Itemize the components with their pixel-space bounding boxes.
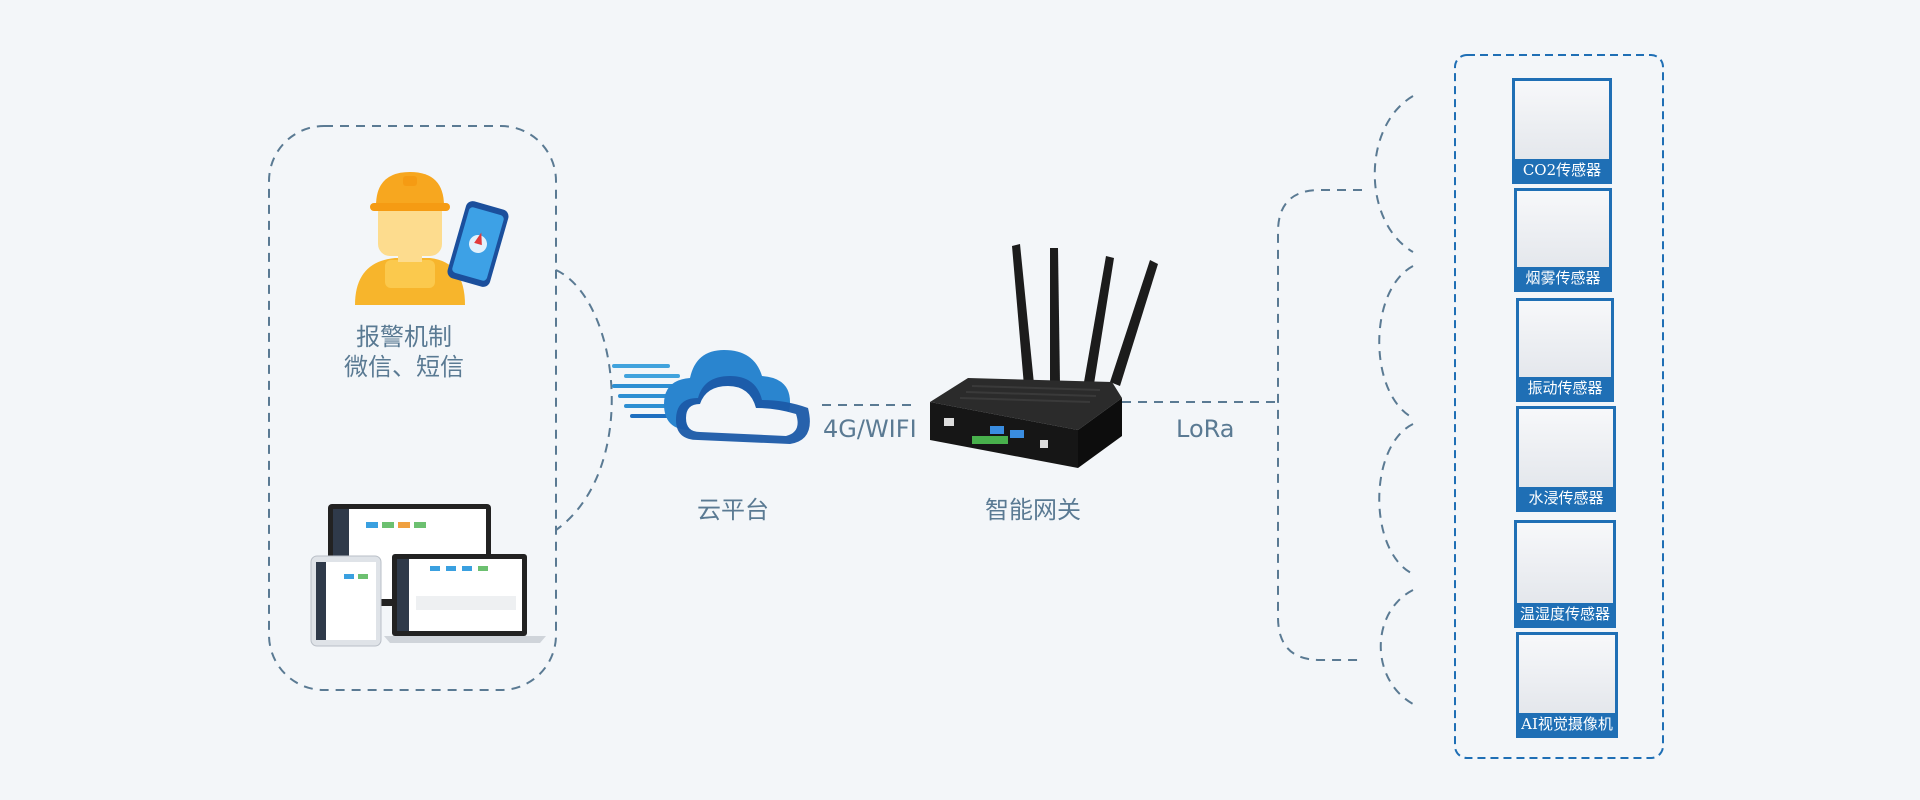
sensor-photo	[1515, 81, 1609, 159]
sensor-card-co2: CO2传感器	[1512, 78, 1612, 184]
alarm-mechanism-label: 报警机制 微信、短信	[304, 322, 504, 382]
alarm-group-frame	[268, 125, 557, 691]
sensor-photo	[1519, 635, 1615, 713]
sensor-caption: CO2传感器	[1515, 159, 1609, 181]
gateway-label: 智能网关	[985, 496, 1081, 524]
scallop-arc-1	[1373, 95, 1414, 253]
scallop-arc-3	[1378, 423, 1414, 575]
sensor-photo	[1517, 191, 1609, 267]
sensor-card-temp-humidity: 温湿度传感器	[1514, 520, 1616, 628]
sensor-caption: 水浸传感器	[1519, 487, 1613, 509]
sensor-caption: 烟雾传感器	[1517, 267, 1609, 289]
sensors-group-frame	[1454, 54, 1664, 759]
sensor-photo	[1517, 523, 1613, 603]
sensor-card-vibration: 振动传感器	[1516, 298, 1614, 402]
alarm-line-1: 报警机制	[356, 323, 452, 351]
cloud-platform-label: 云平台	[697, 496, 769, 524]
sensor-caption: 振动传感器	[1519, 377, 1611, 399]
sensor-card-water: 水浸传感器	[1516, 406, 1616, 512]
sensor-card-smoke: 烟雾传感器	[1514, 188, 1612, 292]
sensor-caption: AI视觉摄像机	[1519, 713, 1615, 735]
network-link-label: 4G/WIFI	[823, 415, 917, 443]
left-brace-connector	[555, 269, 613, 531]
alarm-line-2: 微信、短信	[344, 353, 464, 381]
lora-link-label: LoRa	[1176, 415, 1235, 443]
sensor-caption: 温湿度传感器	[1517, 603, 1613, 625]
scallop-arc-2	[1378, 265, 1414, 419]
sensor-card-ai-camera: AI视觉摄像机	[1516, 632, 1618, 738]
sensor-bracket	[1277, 189, 1362, 661]
sensor-photo	[1519, 409, 1613, 487]
sensor-photo	[1519, 301, 1611, 377]
scallop-arc-4	[1379, 589, 1414, 705]
